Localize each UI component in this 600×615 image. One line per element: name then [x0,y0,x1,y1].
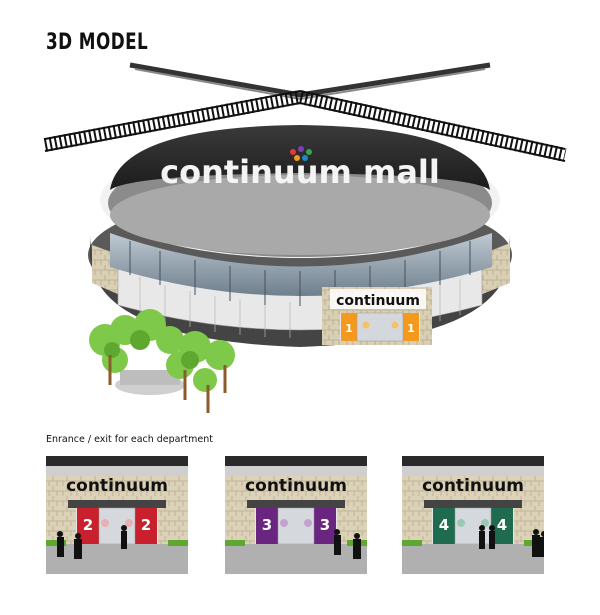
department-sign: continuum [66,476,168,496]
trees-icon [89,309,235,413]
entrance-number-right: 1 [407,322,415,335]
entrance-sign: continuum [336,293,420,309]
department-number-left: 2 [83,516,93,534]
department-sign: continuum [245,476,347,496]
main-entrance: continuum 1 1 [322,287,432,345]
railway-tracks [43,62,567,162]
entrance-door-left [341,313,357,341]
department-sign: continuum [422,476,524,496]
entrance-door-right [403,313,419,341]
page-title: 3D MODEL [46,30,149,55]
mall-3d-model: continuum mall continuum 1 1 [43,62,567,413]
departments-caption: Enrance / exit for each department [46,434,213,445]
department-number-left: 4 [439,516,449,534]
people-silhouettes-icon [479,525,544,557]
entrance-number-left: 1 [345,322,353,335]
department-number-right: 4 [497,516,507,534]
department-number-left: 3 [262,516,272,534]
department-number-right: 2 [141,516,151,534]
people-silhouettes-icon [334,529,361,559]
people-silhouettes-icon [57,525,127,559]
department-number-right: 3 [320,516,330,534]
logo-dots-icon [290,146,312,161]
department-entrance-3: continuum 3 3 [225,456,367,574]
department-entrance-4: continuum 4 4 [402,456,544,574]
roof-sign: continuum mall [160,153,440,191]
department-entrance-2: continuum 2 2 [46,456,188,574]
